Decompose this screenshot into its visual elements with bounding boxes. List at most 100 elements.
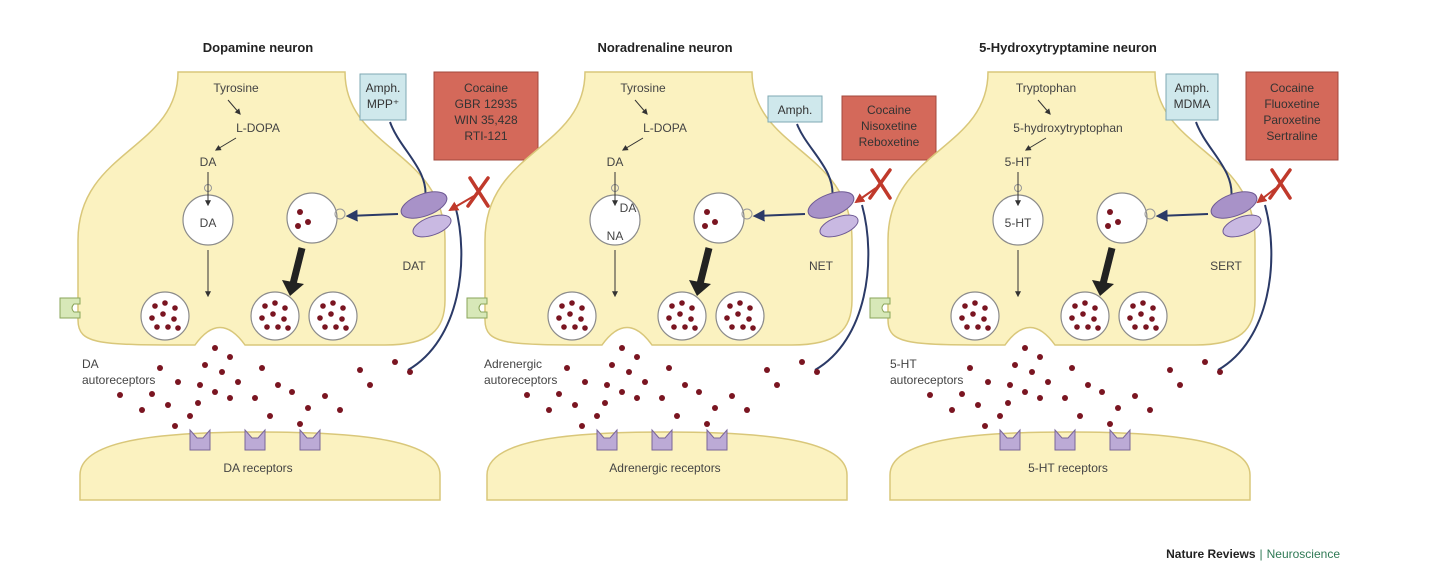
vesicle-molecule bbox=[340, 305, 346, 311]
vesicle-molecule bbox=[669, 303, 675, 309]
vesicle-molecule bbox=[677, 311, 683, 317]
synaptic-molecule bbox=[572, 402, 578, 408]
vesicle-molecule bbox=[285, 325, 291, 331]
synaptic-molecule bbox=[212, 345, 218, 351]
synaptic-molecule bbox=[165, 402, 171, 408]
recycling-vesicle bbox=[286, 192, 338, 244]
reuptaken-molecules bbox=[1105, 209, 1121, 229]
vesicle-label: 5-HT bbox=[1005, 216, 1032, 230]
postsynaptic-cell bbox=[79, 431, 441, 501]
transmitter-label: DA bbox=[607, 155, 624, 169]
transporter-label: SERT bbox=[1210, 259, 1242, 273]
synaptic-molecule bbox=[634, 354, 640, 360]
vesicle-molecule bbox=[1072, 303, 1078, 309]
synaptic-molecule bbox=[367, 382, 373, 388]
synaptic-molecule bbox=[157, 365, 163, 371]
synaptic-molecule bbox=[139, 407, 145, 413]
vesicle-molecule bbox=[671, 324, 677, 330]
vesicle-molecule bbox=[1127, 315, 1133, 321]
vesicle-molecule bbox=[320, 303, 326, 309]
autoreceptor-label: autoreceptors bbox=[82, 373, 155, 387]
vesicle-molecule bbox=[750, 325, 756, 331]
synaptic-molecule bbox=[1062, 395, 1068, 401]
synaptic-molecule bbox=[814, 369, 820, 375]
vesicle-molecule bbox=[162, 300, 168, 306]
synaptic-molecule bbox=[666, 365, 672, 371]
vesicle-molecule bbox=[959, 315, 965, 321]
blocker-box bbox=[841, 95, 937, 161]
precursor-label: Tryptophan bbox=[1016, 81, 1076, 95]
synaptic-molecule bbox=[1022, 345, 1028, 351]
synaptic-molecule bbox=[1037, 354, 1043, 360]
synaptic-molecule bbox=[202, 362, 208, 368]
synaptic-molecule bbox=[1167, 367, 1173, 373]
synaptic-molecule bbox=[392, 359, 398, 365]
vesicle-molecule bbox=[1082, 300, 1088, 306]
synaptic-molecule bbox=[985, 379, 991, 385]
synaptic-molecule bbox=[967, 365, 973, 371]
transmitter-label: 5-HT bbox=[1005, 155, 1032, 169]
synaptic-molecule bbox=[704, 421, 710, 427]
vesicle-molecule bbox=[1080, 311, 1086, 317]
presynaptic-terminal bbox=[484, 71, 853, 346]
vesicle-molecule bbox=[569, 300, 575, 306]
reuptaken-molecules bbox=[702, 209, 718, 229]
vesicle-molecule bbox=[559, 303, 565, 309]
receptor-label: 5-HT receptors bbox=[1028, 461, 1108, 475]
vesicle-molecule bbox=[982, 305, 988, 311]
vesicle-molecule bbox=[264, 324, 270, 330]
block-cross-icon bbox=[1256, 168, 1292, 204]
blocker-label: Paroxetine bbox=[1263, 113, 1321, 127]
journal-separator: | bbox=[1260, 547, 1263, 561]
synaptic-molecule bbox=[305, 405, 311, 411]
vesicle-molecule bbox=[1150, 305, 1156, 311]
vesicle-molecule bbox=[339, 316, 345, 322]
vesicle-molecule bbox=[272, 300, 278, 306]
block-cross-icon bbox=[448, 176, 490, 212]
vesicle-molecule bbox=[985, 325, 991, 331]
synaptic-molecule bbox=[259, 365, 265, 371]
blocker-label: WIN 35,428 bbox=[454, 113, 518, 127]
synaptic-molecule bbox=[696, 389, 702, 395]
synaptic-molecule bbox=[674, 413, 680, 419]
synaptic-molecule bbox=[1069, 365, 1075, 371]
blocker-label: Reboxetine bbox=[859, 135, 920, 149]
synaptic-molecule bbox=[1005, 400, 1011, 406]
autoreceptor-icon bbox=[869, 297, 891, 319]
presynaptic-terminal bbox=[887, 71, 1256, 346]
vesicle-molecule bbox=[735, 311, 741, 317]
vesicle-molecule bbox=[322, 324, 328, 330]
synaptic-molecule bbox=[322, 393, 328, 399]
receptors bbox=[189, 428, 321, 451]
synaptic-molecule bbox=[1202, 359, 1208, 365]
vesicle-molecule bbox=[172, 305, 178, 311]
vesicle-molecule bbox=[578, 316, 584, 322]
transmitter-label: DA bbox=[200, 155, 217, 169]
synaptic-molecule bbox=[407, 369, 413, 375]
synaptic-molecule bbox=[564, 365, 570, 371]
vesicle-molecule bbox=[1074, 324, 1080, 330]
synaptic-molecule bbox=[197, 382, 203, 388]
vesicle-molecule bbox=[746, 316, 752, 322]
synaptic-molecule bbox=[682, 382, 688, 388]
vesicle-molecule bbox=[962, 303, 968, 309]
vesicle-molecule bbox=[729, 324, 735, 330]
vesicle-molecule bbox=[1095, 325, 1101, 331]
vesicle-molecule bbox=[1149, 316, 1155, 322]
vesicle-molecule bbox=[330, 300, 336, 306]
postsynaptic-cell bbox=[889, 431, 1251, 501]
synaptic-molecule bbox=[927, 392, 933, 398]
autoreceptor-label: DA bbox=[82, 357, 99, 371]
vesicle-molecule bbox=[970, 311, 976, 317]
blocker-label: RTI-121 bbox=[464, 129, 507, 143]
releaser-box bbox=[1165, 73, 1219, 121]
blocker-label: Cocaine bbox=[464, 81, 508, 95]
synaptic-molecule bbox=[975, 402, 981, 408]
synaptic-molecule bbox=[1029, 369, 1035, 375]
vesicle-molecule bbox=[572, 324, 578, 330]
vesicle-molecule bbox=[1130, 303, 1136, 309]
vesicle-molecule bbox=[152, 303, 158, 309]
synaptic-molecule bbox=[604, 382, 610, 388]
blocker-label: Fluoxetine bbox=[1264, 97, 1320, 111]
releaser-box bbox=[359, 73, 407, 121]
